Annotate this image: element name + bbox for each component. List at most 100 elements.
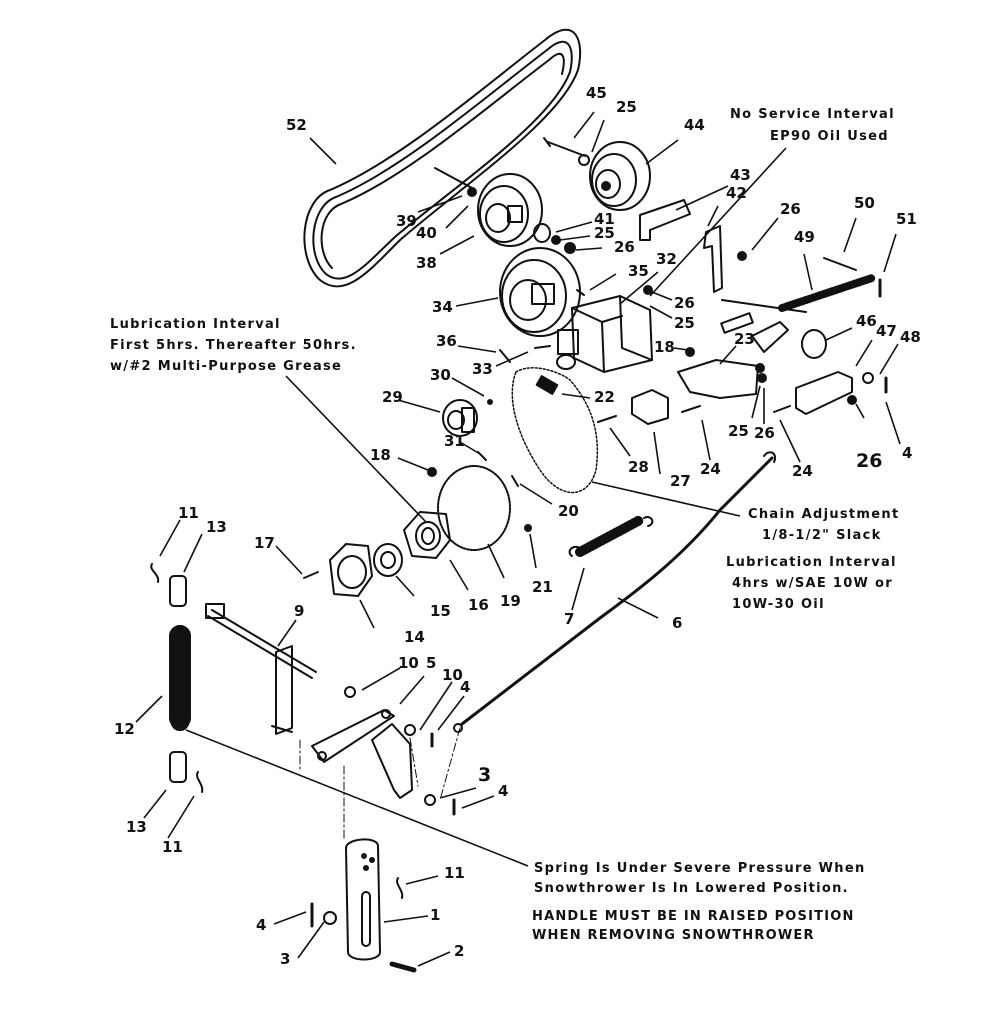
callout-26: 26 — [614, 238, 635, 256]
link-13b — [169, 751, 187, 783]
shaft-9 — [205, 603, 317, 735]
callout-10: 10 — [442, 666, 463, 684]
note-handle-warning-line2: WHEN REMOVING SNOWTHROWER — [532, 928, 815, 943]
callout-50: 50 — [854, 194, 875, 212]
washer-10b — [404, 724, 416, 736]
callout-34: 34 — [432, 298, 453, 316]
bearing-15 — [373, 543, 403, 577]
callout-27: 27 — [670, 472, 691, 490]
callout-39: 39 — [396, 212, 417, 230]
handle-plate-1 — [345, 838, 381, 961]
bolt-33 — [534, 345, 551, 349]
sprocket-29 — [442, 399, 478, 437]
callout-19: 19 — [500, 592, 521, 610]
callout-18: 18 — [654, 338, 675, 356]
note-spring-warning-line2: Snowthrower Is In Lowered Position. — [534, 881, 849, 896]
roller-46 — [801, 329, 827, 359]
washer-3a — [424, 794, 436, 806]
callout-4: 4 — [460, 678, 471, 696]
callout-24: 24 — [700, 460, 721, 478]
callout-22: 22 — [594, 388, 615, 406]
callout-11: 11 — [162, 838, 183, 856]
callout-7: 7 — [564, 610, 575, 628]
callout-28: 28 — [628, 458, 649, 476]
callout-15: 15 — [430, 602, 451, 620]
clip-11b — [196, 771, 204, 793]
callout-25: 25 — [594, 224, 615, 242]
rod-6-pivot — [453, 723, 463, 733]
leader-lines — [135, 111, 901, 967]
callout-24: 24 — [792, 462, 813, 480]
rod-axle — [721, 299, 807, 313]
callout-48: 48 — [900, 328, 921, 346]
callout-31: 31 — [444, 432, 465, 450]
callout-38: 38 — [416, 254, 437, 272]
callout-40: 40 — [416, 224, 437, 242]
assembly-centerlines — [299, 727, 461, 841]
callout-43: 43 — [730, 166, 751, 184]
callout-11: 11 — [178, 504, 199, 522]
callout-16: 16 — [468, 596, 489, 614]
callout-17: 17 — [254, 534, 275, 552]
callout-11: 11 — [444, 864, 465, 882]
callout-26: 26 — [856, 450, 883, 472]
link-13a — [169, 575, 187, 607]
callout-33: 33 — [472, 360, 493, 378]
callout-18: 18 — [370, 446, 391, 464]
nut-26d — [757, 373, 767, 383]
washer-25d — [755, 363, 765, 373]
callout-52: 52 — [286, 116, 307, 134]
gearbox-32 — [556, 285, 653, 373]
callout-4: 4 — [902, 444, 913, 462]
callout-29: 29 — [382, 388, 403, 406]
note-lube-oil-line1: Lubrication Interval — [726, 555, 897, 570]
block-27 — [631, 389, 669, 425]
flange-14 — [329, 543, 373, 597]
washer-3b — [323, 911, 337, 925]
callout-49: 49 — [794, 228, 815, 246]
callout-4: 4 — [256, 916, 267, 934]
callout-25: 25 — [616, 98, 637, 116]
washer-40 — [467, 187, 477, 197]
note-no-service-line2: EP90 Oil Used — [770, 129, 889, 144]
note-lube-grease-line3: w/#2 Multi-Purpose Grease — [110, 359, 343, 374]
sprocket-19 — [437, 465, 511, 551]
note-no-service-line1: No Service Interval — [730, 107, 895, 122]
note-chain-adjust-line1: Chain Adjustment — [748, 507, 900, 522]
bolt-24a — [681, 405, 701, 413]
spring-12 — [169, 625, 191, 731]
callout-1: 1 — [430, 906, 441, 924]
callout-44: 44 — [684, 116, 705, 134]
note-lube-oil-line3: 10W-30 Oil — [732, 597, 825, 612]
callout-47: 47 — [876, 322, 897, 340]
bolt-24b — [773, 405, 791, 413]
callout-5: 5 — [426, 654, 437, 672]
callout-42: 42 — [726, 184, 747, 202]
callout-32: 32 — [656, 250, 677, 268]
pulley-38 — [477, 173, 543, 247]
callout-12: 12 — [114, 720, 135, 738]
callout-25: 25 — [728, 422, 749, 440]
note-leaders — [185, 147, 787, 867]
callout-25: 25 — [674, 314, 695, 332]
setscrew-30 — [487, 399, 493, 405]
washer-25 — [578, 154, 590, 166]
spring-end — [720, 312, 754, 334]
callout-41: 41 — [594, 210, 615, 228]
clip-11c — [396, 877, 404, 899]
rod-6 — [460, 456, 774, 726]
spring-49 — [778, 274, 876, 312]
callout-13: 13 — [126, 818, 147, 836]
nut-26e — [847, 395, 857, 405]
bracket-43 — [639, 199, 691, 241]
callout-23: 23 — [734, 330, 755, 348]
note-chain-adjust-line2: 1/8-1/2" Slack — [762, 528, 882, 543]
key-35 — [576, 289, 585, 296]
chain-22 — [511, 367, 599, 494]
callout-3: 3 — [280, 950, 291, 968]
callout-4: 4 — [498, 782, 509, 800]
callout-20: 20 — [558, 502, 579, 520]
callout-10: 10 — [398, 654, 419, 672]
